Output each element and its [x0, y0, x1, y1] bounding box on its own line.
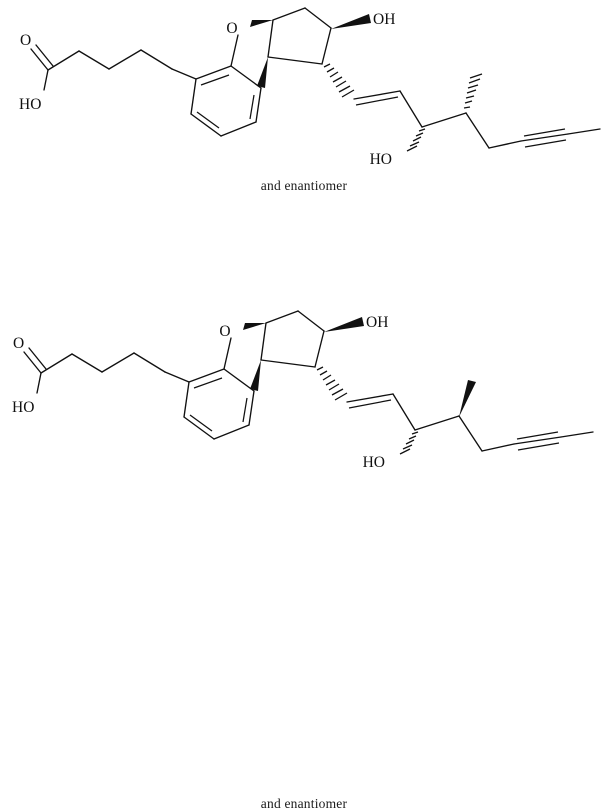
structure-2-drawing: HO O [12, 310, 594, 471]
alkyne-bond-2 [513, 431, 562, 451]
ring-oh-label: OH [373, 11, 395, 28]
alkyne-bond-1 [520, 128, 569, 148]
methyl-hash-wedge-1 [463, 73, 483, 109]
chemical-structure-2: HO O [0, 290, 608, 811]
chain-ho-label: HO [370, 151, 392, 168]
ring-oh-label: OH [366, 314, 388, 331]
structure-1-drawing: HO O [19, 7, 601, 168]
benzene-ring-2 [164, 368, 255, 440]
dihydrofuran-ring-1: O [226, 19, 274, 88]
benzene-ring-1 [171, 65, 262, 137]
side-chain-hash-bond-2 [316, 366, 348, 401]
cyclopentane-ring-2: OH [260, 310, 388, 368]
ring-fusion-wedge-1 [257, 57, 268, 88]
chemical-structure-1: HO O [0, 0, 608, 210]
side-chain-hash-bond-1 [323, 63, 355, 98]
furan-oxygen-wedge-2 [243, 323, 266, 330]
dihydrofuran-ring-2: O [219, 322, 267, 391]
side-chain-1: HO [353, 73, 601, 168]
carboxyl-ho-label: HO [19, 96, 41, 113]
furan-o-label: O [219, 323, 230, 340]
cyclopentane-ring-1: OH [267, 7, 395, 65]
carboxyl-o-label: O [13, 335, 24, 352]
ring-hydroxyl-wedge-1 [331, 14, 371, 29]
carboxyl-o-label: O [20, 32, 31, 49]
methyl-solid-wedge-2 [459, 380, 476, 417]
butanoic-chain-1 [47, 49, 173, 71]
furan-oxygen-wedge-1 [250, 20, 273, 27]
ring-fusion-wedge-2 [250, 360, 261, 391]
side-chain-2: HO [346, 380, 594, 471]
structure-2-caption: and enantiomer [260, 796, 348, 811]
carboxyl-ho-label: HO [12, 399, 34, 416]
ring-hydroxyl-wedge-2 [324, 317, 364, 332]
carboxyl-group-1: HO O [19, 32, 54, 113]
furan-o-label: O [226, 20, 237, 37]
structure-1-caption: and enantiomer [260, 178, 348, 193]
carboxyl-group-2: HO O [12, 335, 47, 416]
chain-ho-label: HO [363, 454, 385, 471]
butanoic-chain-2 [40, 352, 166, 374]
